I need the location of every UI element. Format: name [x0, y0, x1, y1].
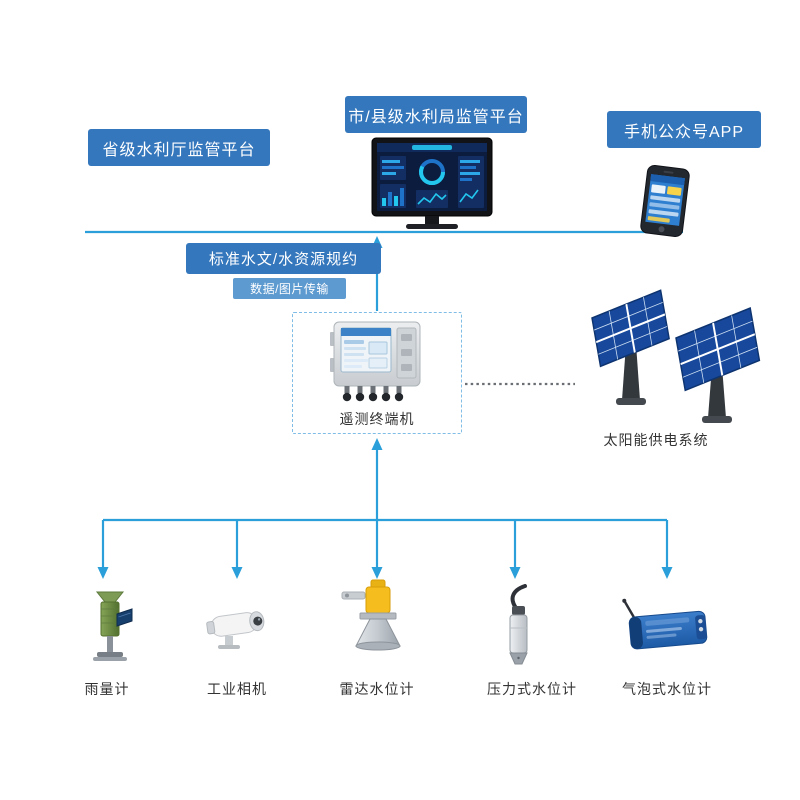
- rtu-uplink-arrow: [371, 438, 383, 520]
- device-label-rain-gauge: 雨量计: [84, 681, 130, 697]
- sensor-drop-arrow-pressure: [509, 520, 521, 579]
- radar-level-gauge-image: [340, 578, 416, 666]
- device-label-radar-level-gauge: 雷达水位计: [339, 681, 415, 697]
- phone-illustration: [638, 163, 692, 238]
- rtu-frame: [292, 312, 462, 434]
- platform-box-provincial: 省级水利厅监管平台: [88, 129, 270, 166]
- transmission-label-box: 数据/图片传输: [233, 278, 346, 299]
- bubble-level-gauge-image: [622, 592, 716, 656]
- monitor-illustration: [370, 136, 494, 232]
- device-label-pressure-level-gauge: 压力式水位计: [487, 681, 577, 697]
- solar-label: 太阳能供电系统: [603, 432, 709, 448]
- sensor-drop-arrow-rain: [97, 520, 109, 579]
- rain-gauge-image: [85, 588, 135, 666]
- device-label-industrial-camera: 工业相机: [207, 681, 267, 697]
- solar-panels-illustration: [578, 278, 778, 428]
- protocol-label-box: 标准水文/水资源规约: [186, 243, 381, 274]
- platform-box-mobile-app: 手机公众号APP: [607, 111, 761, 148]
- device-label-bubble-level-gauge: 气泡式水位计: [622, 681, 712, 697]
- sensor-drop-arrow-camera: [231, 520, 243, 579]
- rtu-label: 遥测终端机: [339, 411, 415, 427]
- platform-box-city-county: 市/县级水利局监管平台: [345, 96, 527, 133]
- industrial-camera-image: [205, 598, 271, 654]
- pressure-level-gauge-image: [495, 584, 541, 668]
- rtu-illustration: [329, 320, 425, 406]
- sensor-drop-arrow-bubble: [661, 520, 673, 579]
- sensor-drop-arrow-radar: [371, 520, 383, 579]
